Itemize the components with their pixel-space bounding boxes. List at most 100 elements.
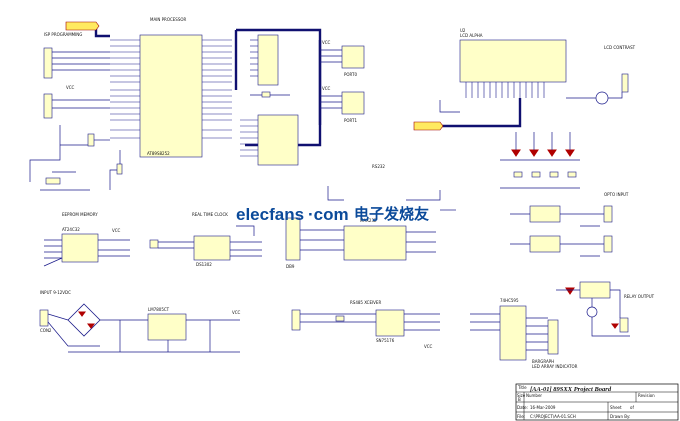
eeprom-title: EEPROM MEMORY [62, 212, 98, 217]
port-arrays: PORT0 PORT1 VCC VCC [240, 34, 365, 166]
relay-coil [579, 281, 611, 299]
revision-label: Revision [638, 393, 655, 398]
vcc-label-port1: VCC [322, 86, 331, 91]
eeprom-chip [61, 233, 99, 263]
size-value: B [518, 397, 521, 402]
lcd-bus [440, 98, 522, 128]
power-connector [39, 309, 49, 327]
lcd-contrast-title: LCD CONTRAST [604, 45, 636, 50]
max232-chip [343, 225, 407, 261]
lcd-pins [465, 82, 545, 98]
relay-transistor [586, 306, 598, 318]
lcd-title: LCD ALPHA [460, 33, 483, 38]
watermark-domain: ·com [308, 205, 349, 224]
sheet-label: Sheet [610, 405, 622, 410]
db9-label: DB9 [286, 264, 295, 269]
mcu-left-pins [110, 39, 140, 139]
reset-crystal-block [29, 125, 123, 191]
board-title: [AA-01] 89SXX Project Board [530, 386, 612, 393]
main-processor-title: MAIN PROCESSOR [150, 17, 187, 22]
port0-label: PORT0 [344, 72, 357, 77]
led-1-icon [511, 149, 521, 157]
opto-connector-2 [603, 235, 613, 253]
mcu-part-label: AT89S8252 [147, 151, 170, 156]
db9-connector [285, 217, 301, 261]
rs485-connector [291, 309, 301, 331]
rs232-title: RS232 [372, 164, 385, 169]
rs232-block: RS232 MAX232 DB9 [285, 164, 456, 269]
file-label: File: [517, 414, 525, 419]
status-led-icon [611, 323, 619, 329]
led-3-icon [547, 149, 557, 157]
key-switch-2 [531, 171, 541, 178]
opto-block: OPTO INPUT [510, 192, 629, 257]
backlight-transistor [595, 91, 609, 105]
mcu-chip [139, 34, 203, 158]
regulator-chip [147, 313, 187, 341]
watermark-text: elecfans [236, 205, 304, 224]
bargraph-block: 74HC595 BARGRAPH LED ARRAY INDICATOR REL… [470, 281, 655, 369]
bargraph-driver-chip [499, 305, 527, 361]
relay-connector [619, 317, 629, 333]
sheet-value: of [630, 405, 634, 410]
relay-diode-icon [565, 287, 575, 295]
bargraph-part: 74HC595 [500, 298, 519, 303]
bus-port-tag [65, 21, 100, 31]
power-conn-label: CON2 [40, 328, 52, 333]
key-switch-3 [549, 171, 559, 178]
number-label: Number [526, 393, 542, 398]
vcc-label-eeprom: VCC [112, 228, 121, 233]
port0-switch-array [257, 34, 279, 86]
regulator-part: LM7805CT [148, 307, 170, 312]
rtc-crystal [149, 239, 159, 249]
vcc-label-isp: VCC [66, 85, 75, 90]
lcd-module [459, 39, 567, 83]
rtc-title: REAL TIME CLOCK [192, 212, 228, 217]
isp-header [43, 47, 53, 79]
title-block: Title [AA-01] 89SXX Project Board Size B… [515, 383, 679, 421]
led-4-icon [565, 149, 575, 157]
isp-header-2 [43, 93, 53, 119]
led-switch-row [500, 132, 580, 189]
rtc-part: DS1302 [196, 262, 212, 267]
reset-resistor [116, 163, 123, 175]
port2-switch-array [257, 114, 299, 166]
port0-connector [341, 45, 365, 69]
drawn-label: Drawn By: [610, 414, 630, 419]
led-2-icon [529, 149, 539, 157]
date-label: Date: [517, 405, 528, 410]
opto-title: OPTO INPUT [604, 192, 629, 197]
power-block: INPUT 9-12VDC CON2 LM7805CT VCC [39, 290, 241, 353]
rs485-termination-resistor [335, 315, 345, 322]
lcd-block: U2 LCD ALPHA LCD CONTRAST [413, 28, 636, 131]
led-resistor [261, 91, 271, 98]
eeprom-block: EEPROM MEMORY AT24C32 VCC [43, 212, 130, 267]
bridge-rectifier [67, 303, 101, 337]
vcc-label-rs485: VCC [424, 344, 433, 349]
rs485-part: SN75176 [376, 338, 395, 343]
rs485-chip [375, 309, 405, 337]
lcd-ref: U2 [460, 28, 466, 33]
opto-coupler-1 [529, 205, 561, 223]
relay-title: RELAY OUTPUT [624, 294, 655, 299]
title-label: Title [517, 385, 527, 390]
bargraph-title: BARGRAPH [532, 359, 554, 364]
opto-connector-1 [603, 205, 613, 223]
crystal [87, 133, 95, 147]
bridge-diode-1-icon [78, 311, 86, 317]
key-switch-4 [567, 171, 577, 178]
rtc-block: REAL TIME CLOCK DS1302 [149, 212, 262, 267]
mcu-right-pins [202, 39, 232, 139]
vcc-label-port0: VCC [322, 40, 331, 45]
led-bargraph [547, 319, 559, 355]
rs485-title: RS485 XCEIVER [350, 300, 381, 305]
port1-label: PORT1 [344, 118, 357, 123]
port1-connector [341, 91, 365, 115]
watermark: elecfans ·com 电子发烧友 [236, 205, 429, 224]
lcd-bus-tag [413, 121, 444, 131]
watermark-chinese: 电子发烧友 [354, 205, 429, 223]
file-value: C:\PROJECT\AA-01.SCH [530, 414, 576, 419]
contrast-pot [621, 73, 629, 93]
max232-label: MAX232 [360, 218, 377, 223]
